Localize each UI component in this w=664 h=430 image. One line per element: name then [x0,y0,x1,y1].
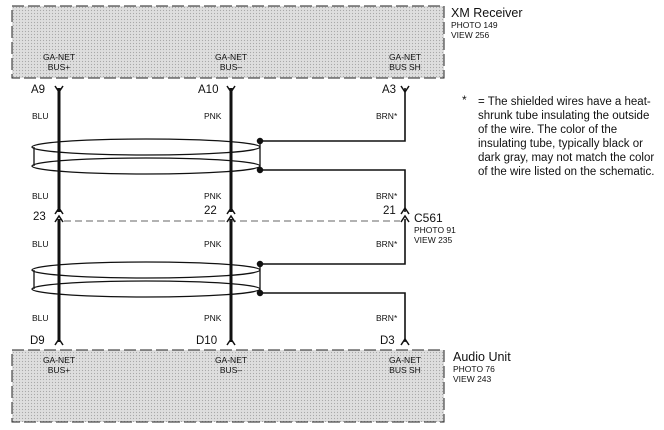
wire-bus-minus [226,85,236,346]
note-text: = The shielded wires have a heat-shrunk … [478,96,655,178]
xm-terminal-2-line1: GA-NET [215,52,247,62]
pin-a10: A10 [198,84,218,96]
connector-photo: PHOTO 91 [414,225,456,235]
xm-receiver-box [11,5,445,79]
xm-receiver-name: XM Receiver [451,6,523,20]
wire-color-r1-pnk: PNK [204,111,222,121]
xm-terminal-1-line2: BUS+ [48,62,70,72]
pin-21: 21 [383,205,396,217]
pin-a3: A3 [382,84,396,96]
pin-a9: A9 [31,84,45,96]
audio-terminal-1-line1: GA-NET [43,355,75,365]
pin-22: 22 [204,205,217,217]
wire-color-r3-pnk: PNK [204,239,222,249]
connector-name: C561 [414,211,443,225]
pin-d10: D10 [196,335,217,347]
shield-upper [31,137,264,175]
audio-unit-name: Audio Unit [453,350,511,364]
xm-terminal-2-line2: BUS– [220,62,242,72]
audio-unit-view: VIEW 243 [453,374,492,384]
wire-color-r2-blu: BLU [32,191,49,201]
audio-terminal-3-line2: BUS SH [389,365,421,375]
wire-color-r4-blu: BLU [32,313,49,323]
wire-color-r3-blu: BLU [32,239,49,249]
wire-color-r2-brn: BRN* [376,191,398,201]
xm-terminal-1-line1: GA-NET [43,52,75,62]
xm-receiver-photo: PHOTO 149 [451,20,498,30]
note-asterisk: * [462,93,467,107]
wire-bus-shield [260,85,410,346]
wire-color-r1-brn: BRN* [376,111,398,121]
wire-bus-plus [54,85,64,346]
pin-23: 23 [33,211,46,223]
audio-terminal-3-line1: GA-NET [389,355,421,365]
xm-terminal-3-line2: BUS SH [389,62,421,72]
pin-d9: D9 [30,335,45,347]
xm-terminal-3-line1: GA-NET [389,52,421,62]
audio-terminal-2-line1: GA-NET [215,355,247,365]
connector-view: VIEW 235 [414,235,453,245]
wire-color-r4-pnk: PNK [204,313,222,323]
wire-color-r3-brn: BRN* [376,239,398,249]
audio-unit-photo: PHOTO 76 [453,364,495,374]
xm-receiver-view: VIEW 256 [451,30,490,40]
wire-color-r4-brn: BRN* [376,313,398,323]
audio-terminal-2-line2: BUS– [220,365,242,375]
audio-unit-box [11,349,445,423]
wire-color-r2-pnk: PNK [204,191,222,201]
pin-d3: D3 [380,335,395,347]
shield-lower [31,260,264,298]
audio-terminal-1-line2: BUS+ [48,365,70,375]
wire-color-r1-blu: BLU [32,111,49,121]
